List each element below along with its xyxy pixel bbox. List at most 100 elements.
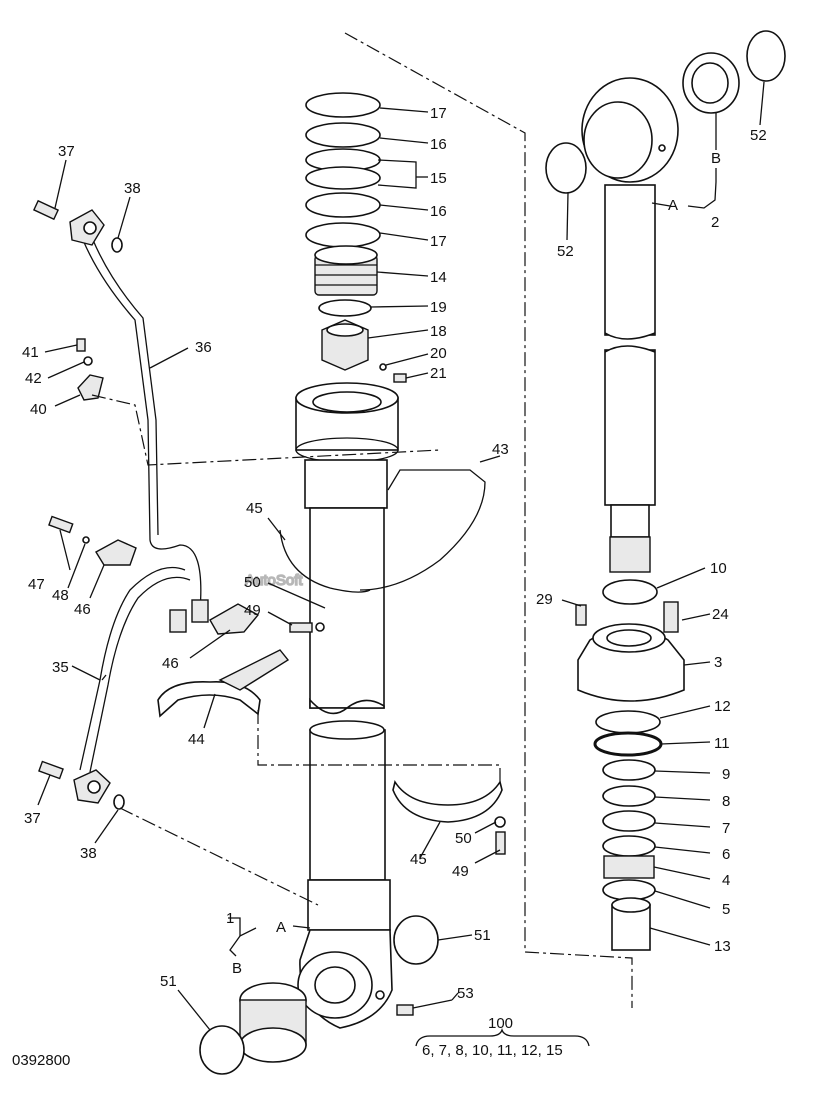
pipe-end-35 (169, 609, 187, 633)
label-50-lower: 50 (455, 830, 472, 847)
label-45-lower: 45 (410, 851, 427, 868)
cylinder-head-flange (295, 382, 399, 463)
seal-52-right (746, 30, 786, 82)
label-13: 13 (714, 938, 731, 955)
flange-37-lower (73, 769, 111, 804)
grease-fitting-53 (396, 999, 453, 1016)
bolt-49-upper (289, 622, 313, 633)
label-51-right: 51 (474, 927, 491, 944)
kit-number: 100 (488, 1015, 513, 1032)
seal-10 (602, 579, 658, 605)
ring-5 (602, 879, 656, 901)
screw-21 (393, 373, 407, 383)
label-38-lower: 38 (80, 845, 97, 862)
label-44: 44 (188, 731, 205, 748)
bolt-47 (48, 515, 74, 534)
bushing-4 (603, 855, 655, 879)
ring-7 (602, 810, 656, 832)
label-12: 12 (714, 698, 731, 715)
label-51-left: 51 (160, 973, 177, 990)
flange-37-upper (69, 209, 105, 246)
band-44 (157, 681, 261, 718)
bolt-37-lower (38, 760, 64, 780)
label-38-upper: 38 (124, 180, 141, 197)
band-45-upper (279, 529, 371, 593)
label-5: 5 (722, 901, 730, 918)
label-3: 3 (714, 654, 722, 671)
label-24: 24 (712, 606, 729, 623)
label-A-lower: A (276, 919, 286, 936)
label-37-upper: 37 (58, 143, 75, 160)
nut (321, 319, 369, 371)
clamp-46-upper (95, 539, 137, 566)
bolt-49-lower (495, 831, 506, 855)
label-17-lower: 17 (430, 233, 447, 250)
label-41: 41 (22, 344, 39, 361)
label-47: 47 (28, 576, 45, 593)
cylinder-tube-upper (304, 459, 388, 715)
o-ring-38-upper (111, 237, 123, 253)
label-14: 14 (430, 269, 447, 286)
bolt-37-upper (32, 199, 60, 221)
seal-51-left (199, 1025, 245, 1075)
label-10: 10 (710, 560, 727, 577)
cylinder-tube-lower (297, 720, 393, 1029)
ring-12 (595, 710, 661, 734)
label-4: 4 (722, 872, 730, 889)
label-52-left: 52 (557, 243, 574, 260)
grease-fitting-29 (575, 604, 587, 626)
bolt-24 (663, 601, 679, 633)
label-50-upper: 50 (244, 574, 261, 591)
label-19: 19 (430, 299, 447, 316)
label-49-upper: 49 (244, 602, 261, 619)
kit-contents: 6, 7, 8, 10, 11, 12, 15 (422, 1042, 563, 1059)
label-16-upper: 16 (430, 136, 447, 153)
label-18: 18 (430, 323, 447, 340)
label-6: 6 (722, 846, 730, 863)
bracket-44 (218, 649, 290, 691)
label-35: 35 (52, 659, 69, 676)
label-17-upper: 17 (430, 105, 447, 122)
washer-48 (82, 536, 90, 544)
washer-42 (83, 356, 93, 366)
washer-50-upper (315, 622, 325, 632)
label-B-lower: B (232, 960, 242, 977)
label-A-upper: A (668, 197, 678, 214)
connector-lines (91, 394, 501, 906)
o-ring-38-lower (113, 794, 125, 810)
piston (314, 245, 378, 296)
label-49-lower: 49 (452, 863, 469, 880)
o-ring-11 (593, 731, 663, 757)
ring-19 (318, 299, 372, 317)
rod-cover (577, 623, 685, 702)
label-20: 20 (430, 345, 447, 362)
label-1: 1 (226, 910, 234, 927)
bushing-lower (239, 982, 307, 1063)
label-29: 29 (536, 591, 553, 608)
label-46-lower: 46 (162, 655, 179, 672)
label-53: 53 (457, 985, 474, 1002)
pipe-end-36 (191, 599, 209, 623)
band-45-lower (392, 780, 503, 823)
seal-52-left (545, 142, 587, 194)
label-45-upper: 45 (246, 500, 263, 517)
label-48: 48 (52, 587, 69, 604)
clamp-46-lower (209, 603, 260, 635)
label-11: 11 (714, 735, 730, 752)
bolt-41 (76, 338, 86, 352)
ring-6 (602, 835, 656, 857)
label-2: 2 (711, 214, 719, 231)
rod-eye (581, 77, 679, 183)
label-46-upper: 46 (74, 601, 91, 618)
ring-9 (602, 759, 656, 781)
label-36: 36 (195, 339, 212, 356)
label-52-right: 52 (750, 127, 767, 144)
collar-13 (611, 897, 651, 951)
part-labels: 17 16 15 16 17 14 19 18 20 21 43 45 50 4… (12, 105, 767, 1069)
washer-50-lower (494, 816, 506, 828)
label-16-lower: 16 (430, 203, 447, 220)
label-9: 9 (722, 766, 730, 783)
label-21: 21 (430, 365, 447, 382)
pipe-35 (79, 566, 191, 773)
assembly-line-rod (344, 32, 633, 1008)
